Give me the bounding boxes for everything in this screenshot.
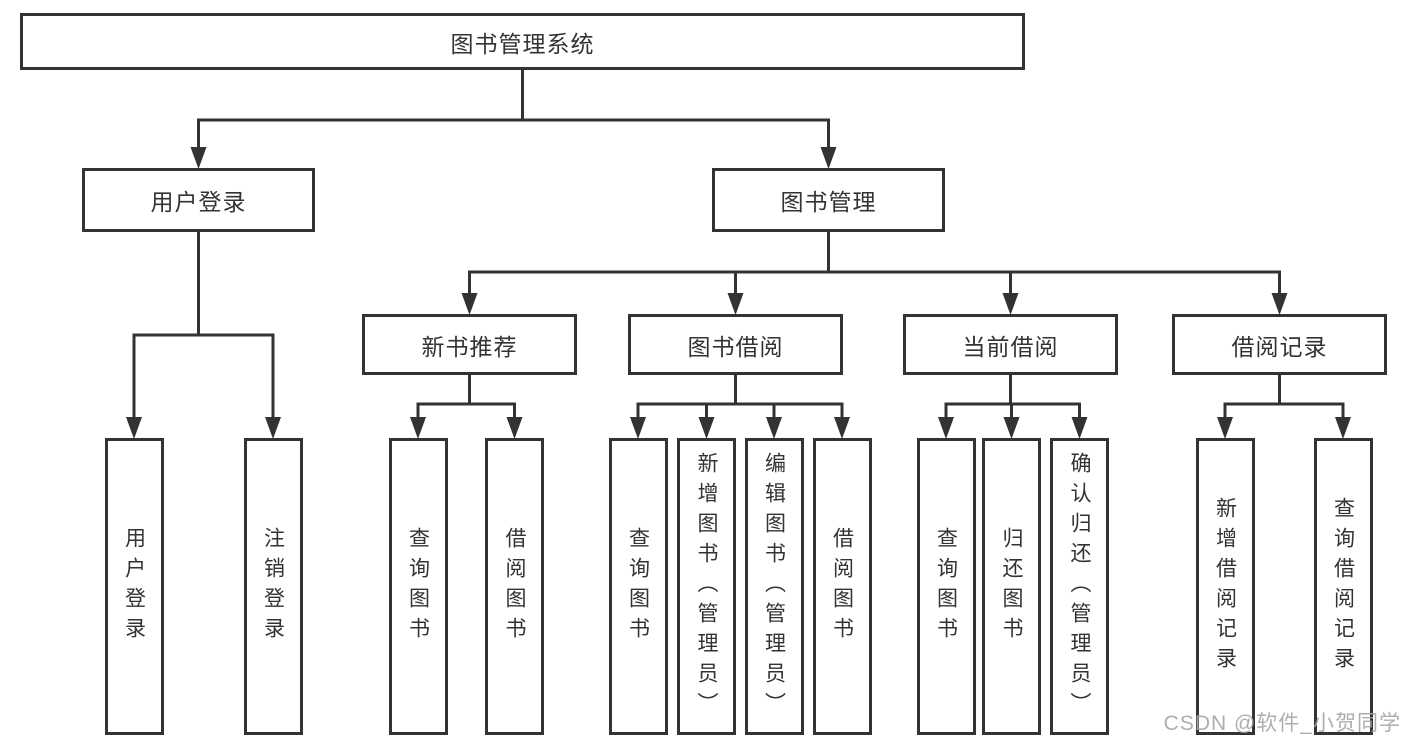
node-current-borrow: 当前借阅: [903, 314, 1118, 375]
leaf-logout: 注销登录: [243, 438, 303, 735]
leaf-query-borrow-record: 查询借阅记录: [1313, 438, 1373, 735]
connector-book-management-branch: [461, 230, 1288, 315]
watermark: CSDN @软件_小贺同学: [1163, 712, 1401, 735]
node-new-book-recommend: 新书推荐: [362, 314, 577, 375]
leaf-logout-label: 注销登录: [261, 526, 285, 647]
node-root-label: 图书管理系统: [450, 30, 595, 57]
node-borrow-records-label: 借阅记录: [1231, 333, 1328, 360]
leaf-borrow-books-label: 借阅图书: [830, 526, 854, 647]
node-borrow-records: 借阅记录: [1172, 314, 1387, 375]
leaf-add-borrow-record: 新增借阅记录: [1195, 438, 1255, 735]
leaf-query-books-current: 查询图书: [916, 438, 976, 735]
leaf-query-borrow-record-label: 查询借阅记录: [1331, 496, 1355, 677]
connector-book-borrow-branch: [630, 373, 850, 439]
leaf-user-login-label: 用户登录: [122, 526, 146, 647]
leaf-borrow-books: 借阅图书: [812, 438, 872, 735]
leaf-return-book: 归还图书: [982, 438, 1041, 735]
node-user-login-label: 用户登录: [150, 189, 247, 215]
leaf-borrow-books-recommend: 借阅图书: [485, 438, 544, 735]
node-book-borrow: 图书借阅: [628, 314, 843, 375]
node-root: 图书管理系统: [20, 13, 1025, 70]
leaf-return-book-label: 归还图书: [1000, 526, 1023, 647]
node-book-borrow-label: 图书借阅: [687, 333, 784, 360]
node-new-book-recommend-label: 新书推荐: [421, 333, 518, 360]
leaf-add-book-admin-label: 新增图书（管理员）: [695, 451, 718, 722]
leaf-query-books-recommend-label: 查询图书: [406, 526, 430, 647]
node-book-management-label: 图书管理: [780, 189, 877, 215]
leaf-confirm-return-admin: 确认归还（管理员）: [1050, 438, 1109, 735]
leaf-confirm-return-admin-label: 确认归还（管理员）: [1068, 451, 1091, 722]
leaf-query-books-borrow: 查询图书: [608, 438, 668, 735]
leaf-query-books-borrow-label: 查询图书: [626, 526, 650, 647]
leaf-edit-book-admin: 编辑图书（管理员）: [744, 438, 804, 735]
leaf-query-books-recommend: 查询图书: [388, 438, 448, 735]
leaf-edit-book-admin-label: 编辑图书（管理员）: [762, 451, 786, 722]
node-current-borrow-label: 当前借阅: [962, 333, 1059, 360]
leaf-user-login: 用户登录: [104, 438, 164, 735]
connector-borrow-record-branch: [1217, 373, 1351, 439]
node-book-management: 图书管理: [712, 168, 945, 232]
leaf-add-borrow-record-label: 新增借阅记录: [1213, 496, 1237, 677]
connector-new-book-branch: [410, 373, 523, 439]
node-user-login: 用户登录: [82, 168, 315, 232]
connector-user-login-branch: [126, 230, 281, 439]
leaf-add-book-admin: 新增图书（管理员）: [677, 438, 736, 735]
leaf-query-books-current-label: 查询图书: [934, 526, 958, 647]
connector-root-to-level2: [190, 68, 837, 169]
leaf-borrow-books-recommend-label: 借阅图书: [503, 526, 526, 647]
connector-current-borrow-branch: [938, 373, 1088, 439]
